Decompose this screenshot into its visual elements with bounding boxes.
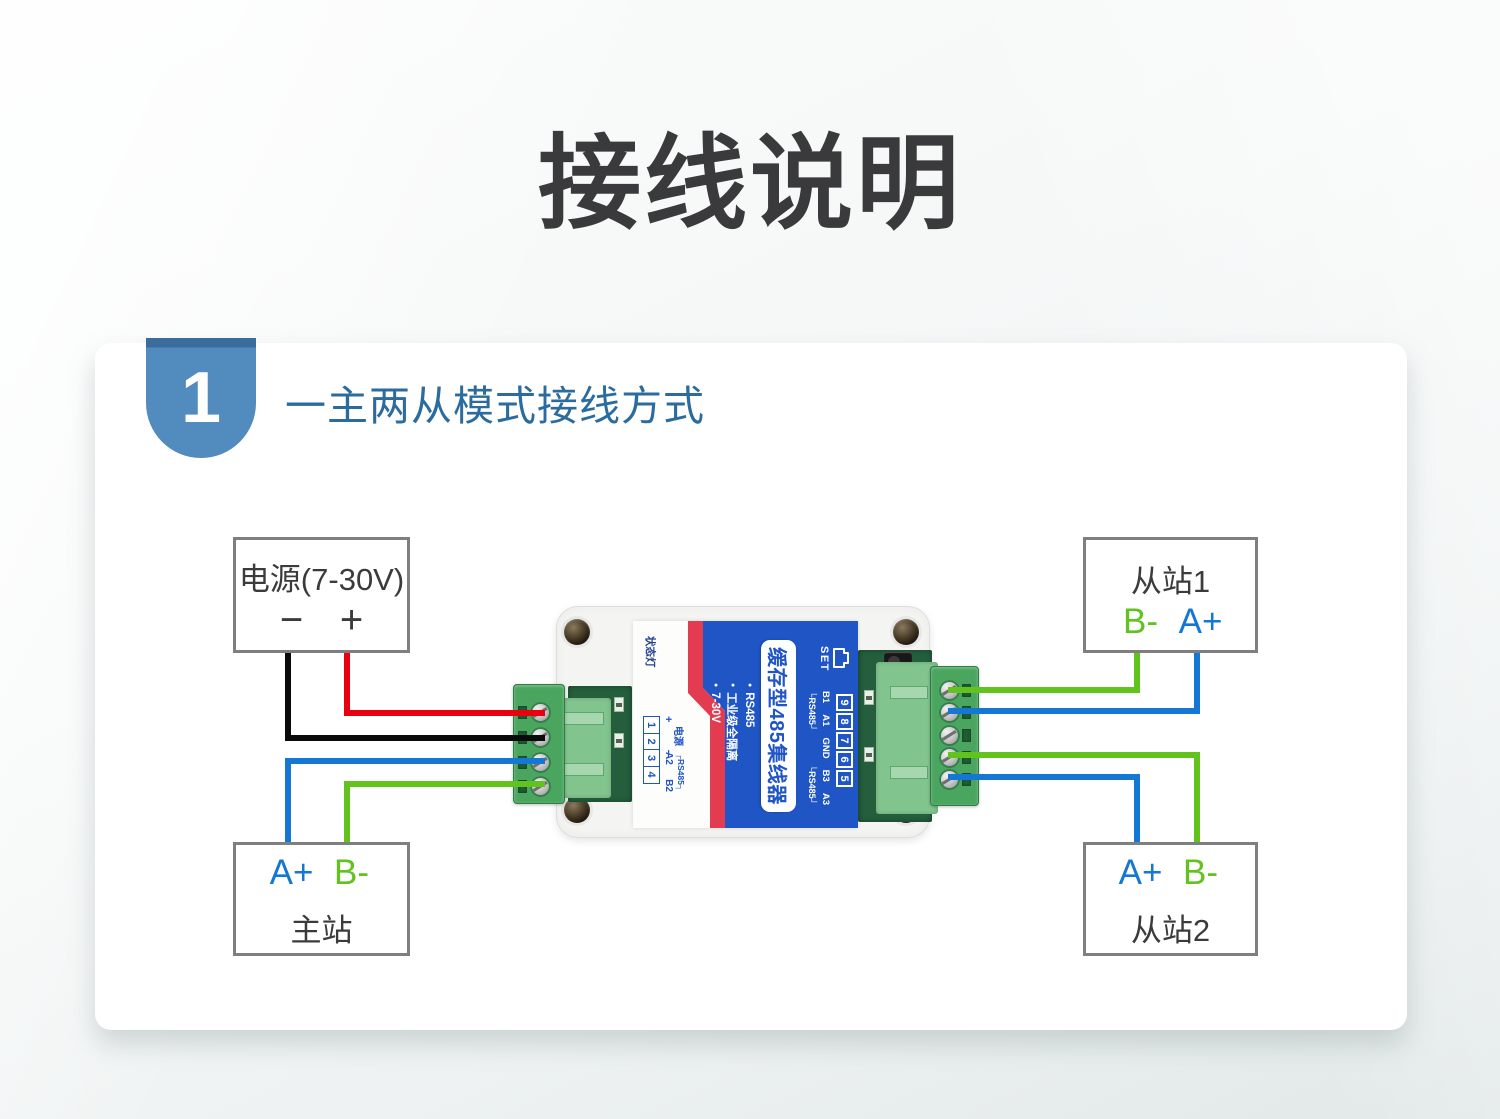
master-bminus-terminal: B- — [334, 853, 369, 892]
bottom-port-numbers: 1 2 3 4 — [643, 716, 660, 784]
wire-slave2-bminus-vertical — [1194, 752, 1200, 842]
left-connector-tab-2 — [562, 763, 604, 776]
power-pin-plus: + — [662, 716, 674, 723]
left-led-2 — [614, 733, 624, 748]
device-label: SET 9 8 7 6 5 B1 A1 GND B3 A3 └RS485┘ └R… — [633, 621, 858, 828]
section-heading: 一主两从模式接线方式 — [285, 383, 705, 429]
port-2: 2 — [643, 732, 660, 751]
slave2-aplus-terminal: A+ — [1118, 853, 1163, 892]
section-badge-number: 1 — [180, 358, 222, 438]
right-connector-tab-2 — [890, 766, 928, 779]
wire-master-bminus-vertical — [344, 781, 350, 842]
power-group-label: 电源 — [672, 726, 683, 746]
right-connector — [876, 662, 938, 814]
feature-list: RS485 工业级全隔离 7-30V — [707, 683, 758, 761]
wire-slave1-bminus-vertical — [1134, 652, 1140, 693]
port-3: 3 — [643, 749, 660, 767]
case-screw-top-left — [564, 619, 590, 645]
rs485-group-1: └RS485┘ — [807, 691, 817, 732]
slave2-box-label: 从站2 — [1130, 913, 1211, 948]
slave1-box-pins: B- A+ — [1086, 602, 1255, 642]
port-9: 9 — [836, 694, 853, 711]
slave1-station-box: 从站1 B- A+ — [1083, 537, 1258, 653]
master-box-pins: A+ B- — [236, 853, 407, 893]
port-7: 7 — [836, 732, 853, 749]
network-port-icon — [833, 648, 849, 668]
wire-power-plus-horizontal — [344, 710, 545, 716]
port-4: 4 — [643, 765, 660, 784]
pin-a2: A2 — [663, 752, 674, 765]
power-box-pins: − + — [236, 598, 407, 643]
master-aplus-terminal: A+ — [269, 853, 314, 892]
port-5: 5 — [836, 770, 853, 787]
pin-b2: B2 — [663, 779, 674, 792]
rs485-group-2: └RS485┘ — [807, 764, 817, 805]
wire-master-bminus-horizontal — [344, 781, 545, 787]
slave2-bminus-terminal: B- — [1183, 853, 1218, 892]
left-connector-tab-1 — [562, 712, 604, 725]
power-plus-terminal: + — [339, 598, 364, 642]
slave1-box-label: 从站1 — [1130, 564, 1211, 599]
rs485-bottom-group-pins: A2 B2 — [663, 752, 674, 792]
wire-master-aplus-horizontal — [285, 758, 545, 764]
power-group-pins: + − — [662, 716, 674, 756]
page-title: 接线说明 — [538, 126, 962, 241]
slave2-station-box: A+ B- 从站2 — [1083, 842, 1258, 956]
power-box-label: 电源(7-30V) — [238, 562, 405, 597]
set-label: SET — [818, 646, 830, 672]
rs485-group-brackets: └RS485┘ └RS485┘ — [807, 691, 817, 805]
wire-power-minus-vertical — [285, 653, 291, 741]
wire-master-aplus-vertical — [285, 758, 291, 842]
device-title-text: 缓存型485集线器 — [765, 647, 787, 805]
master-box-label: 主站 — [290, 913, 353, 948]
right-led-2 — [864, 747, 874, 762]
left-led-1 — [614, 697, 624, 712]
rs485-bottom-group-label: ┌RS485┐ — [676, 752, 686, 792]
wire-slave2-aplus-horizontal — [948, 774, 1140, 780]
port-1: 1 — [643, 716, 660, 734]
pin-b1: B1 — [820, 691, 831, 704]
section-badge: 1 — [146, 338, 256, 458]
right-terminal-screw-3 — [939, 725, 960, 746]
case-screw-top-right — [893, 619, 919, 645]
top-pin-labels: B1 A1 GND B3 A3 — [820, 691, 831, 805]
power-source-box: 电源(7-30V) − + — [233, 537, 410, 653]
right-connector-tab-1 — [890, 686, 928, 699]
wire-slave2-aplus-vertical — [1134, 774, 1140, 842]
slave1-bminus-terminal: B- — [1123, 602, 1158, 641]
right-led-1 — [864, 690, 874, 705]
slave1-aplus-terminal: A+ — [1178, 602, 1223, 641]
status-light-label: 状态灯 — [644, 636, 656, 668]
wire-slave2-bminus-horizontal — [948, 752, 1200, 758]
pin-a1: A1 — [820, 714, 831, 727]
wire-power-minus-horizontal — [285, 735, 545, 741]
port-6: 6 — [836, 751, 853, 768]
wire-slave1-bminus-horizontal — [948, 687, 1140, 693]
wire-slave1-aplus-horizontal — [948, 708, 1200, 714]
device-title: 缓存型485集线器 — [761, 640, 796, 812]
slave2-box-pins: A+ B- — [1086, 853, 1255, 893]
feature-rs485: RS485 — [741, 683, 758, 761]
wire-slave1-aplus-vertical — [1194, 652, 1200, 714]
wire-power-plus-vertical — [344, 653, 350, 716]
pin-a3: A3 — [820, 792, 831, 805]
top-port-numbers: 9 8 7 6 5 — [836, 694, 853, 787]
pin-gnd: GND — [820, 737, 831, 759]
port-8: 8 — [836, 713, 853, 730]
feature-isolation: 工业级全隔离 — [724, 683, 741, 761]
pin-b3: B3 — [820, 769, 831, 782]
power-minus-terminal: − — [279, 598, 304, 642]
feature-voltage: 7-30V — [707, 683, 724, 761]
master-station-box: A+ B- 主站 — [233, 842, 410, 956]
right-slot-3 — [962, 729, 971, 742]
